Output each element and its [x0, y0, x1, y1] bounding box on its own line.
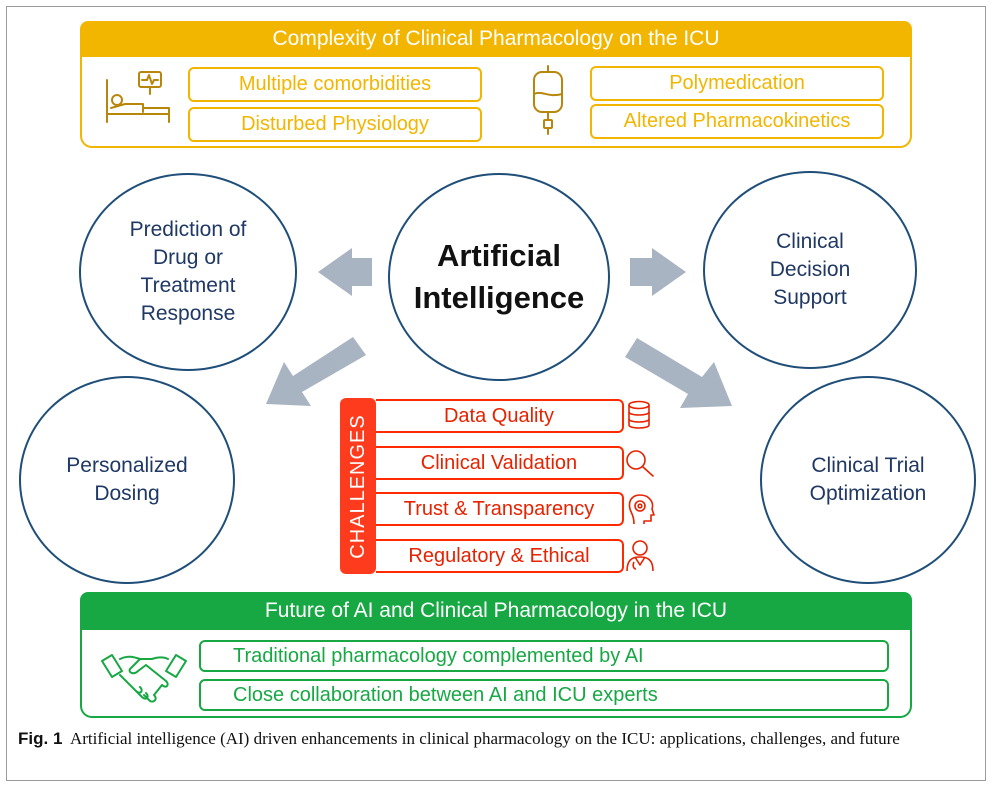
figure-caption: Fig. 1 Artificial intelligence (AI) driv…: [18, 727, 978, 750]
iv-bag-icon: [533, 65, 563, 135]
arrow-down-left: [266, 337, 366, 406]
circle-trial-optimization-label: Clinical Trial Optimization: [809, 454, 927, 505]
doctor-icon: [626, 540, 654, 572]
brain-gear-icon: [628, 494, 655, 525]
complexity-header: Complexity of Clinical Pharmacology on t…: [80, 21, 912, 57]
figure-frame: [6, 6, 986, 781]
handshake-icon: [101, 654, 187, 703]
figure-caption-text: Artificial intelligence (AI) driven enha…: [69, 729, 900, 748]
item-polymedication: Polymedication: [590, 66, 884, 101]
challenge-data-quality: Data Quality: [376, 399, 624, 433]
item-multiple-comorbidities: Multiple comorbidities: [188, 67, 482, 102]
future-item-traditional: Traditional pharmacology complemented by…: [199, 640, 889, 672]
item-disturbed-physiology: Disturbed Physiology: [188, 107, 482, 142]
arrow-down-right: [625, 338, 732, 408]
challenges-label-wrap: CHALLENGES: [340, 398, 376, 574]
circle-prediction-label: Prediction of Drug or Treatment Response: [129, 218, 247, 325]
figure-caption-label: Fig. 1: [18, 729, 63, 748]
circle-decision-support: Clinical Decision Support: [703, 171, 917, 369]
database-icon: [628, 400, 650, 429]
arrow-left: [318, 248, 372, 296]
circle-decision-support-label: Clinical Decision Support: [769, 230, 851, 309]
circle-personalized-dosing: Personalized Dosing: [19, 376, 235, 584]
circle-personalized-dosing-label: Personalized Dosing: [66, 454, 188, 505]
circle-trial-optimization: Clinical Trial Optimization: [760, 376, 976, 584]
arrow-right: [630, 248, 686, 296]
challenges-label: CHALLENGES: [346, 413, 369, 559]
magnifier-icon: [626, 450, 654, 477]
circle-prediction: Prediction of Drug or Treatment Response: [79, 173, 297, 371]
challenge-clinical-validation: Clinical Validation: [376, 446, 624, 480]
hospital-bed-icon: [106, 71, 170, 123]
complexity-panel: [80, 57, 912, 148]
challenge-trust-transparency: Trust & Transparency: [376, 492, 624, 526]
item-altered-pharmacokinetics: Altered Pharmacokinetics: [590, 104, 884, 139]
arrows-layer: [266, 248, 732, 408]
future-panel: [80, 630, 912, 718]
ai-circle: Artificial Intelligence: [388, 173, 610, 381]
future-header: Future of AI and Clinical Pharmacology i…: [80, 592, 912, 630]
future-item-collaboration: Close collaboration between AI and ICU e…: [199, 679, 889, 711]
ai-circle-label: Artificial Intelligence: [413, 238, 585, 315]
challenge-regulatory-ethical: Regulatory & Ethical: [376, 539, 624, 573]
challenges-bar: [340, 398, 376, 574]
